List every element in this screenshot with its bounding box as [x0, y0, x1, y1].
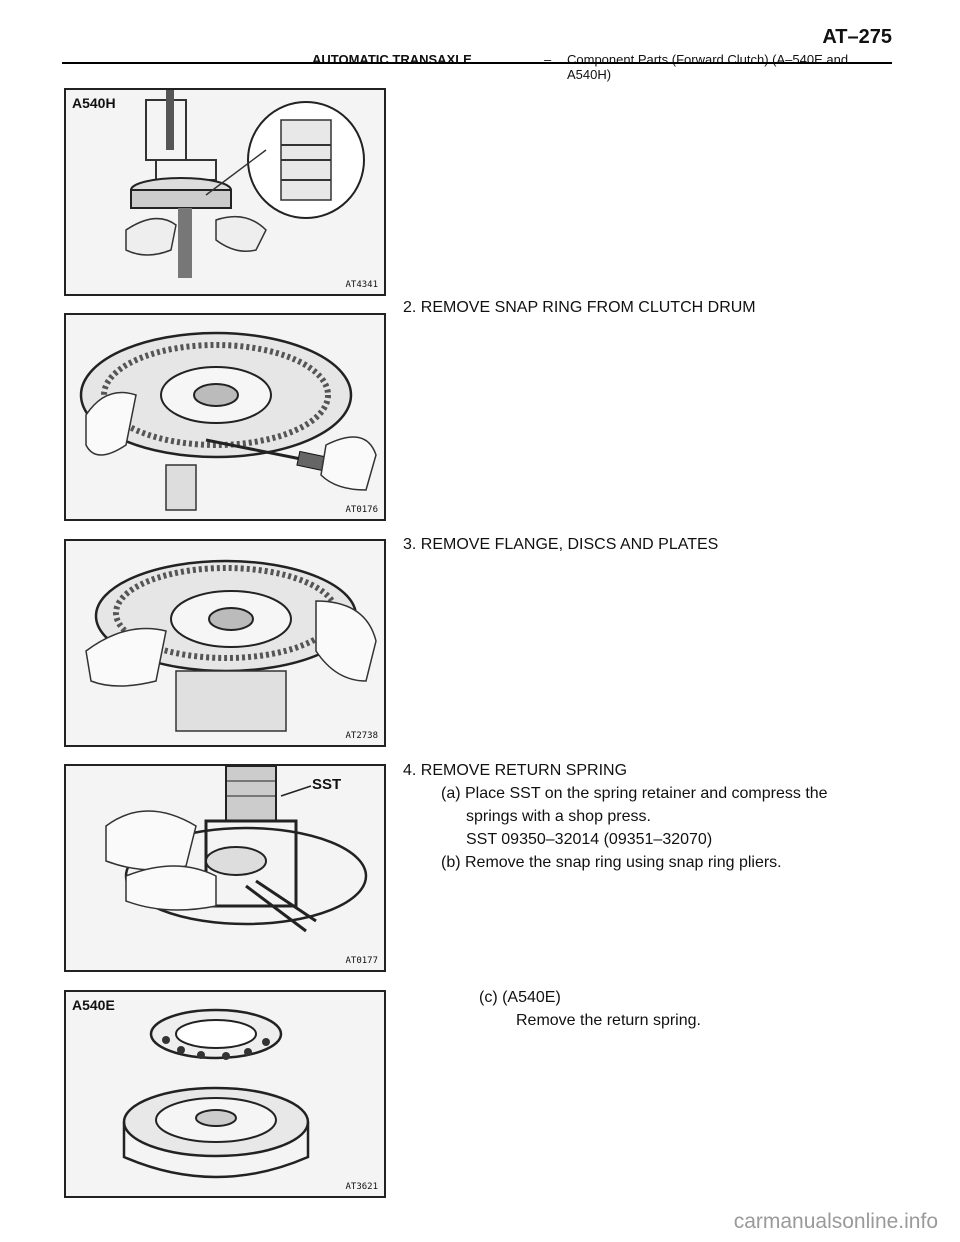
figure-code: AT4341 — [345, 280, 378, 290]
figure-a540e-return-spring: A540E AT3621 — [64, 990, 386, 1198]
step-3: 3. REMOVE FLANGE, DISCS AND PLATES — [403, 534, 718, 556]
step-4: 4. REMOVE RETURN SPRING — [403, 760, 627, 782]
figure-illustration — [122, 1008, 310, 1179]
figure-variant-label: A540E — [72, 997, 115, 1013]
figure-illustration — [105, 766, 368, 933]
step-2: 2. REMOVE SNAP RING FROM CLUTCH DRUM — [403, 297, 756, 319]
figure-a540h-measure: A540H AT4341 — [64, 88, 386, 296]
step-2-title: 2. REMOVE SNAP RING FROM CLUTCH DRUM — [403, 299, 756, 316]
figure-variant-label: A540H — [72, 95, 116, 111]
header-rule — [62, 62, 892, 64]
figure-illustration — [79, 331, 377, 511]
figure-illustration — [85, 559, 377, 732]
page-number: AT–275 — [822, 26, 892, 48]
watermark: carmanualsonline.info — [733, 1210, 938, 1233]
header-subtitle: Component Parts (Forward Clutch) (A–540E… — [567, 52, 849, 82]
figure-return-spring-sst: SST AT0177 — [64, 764, 386, 972]
sst-callout-label: SST — [312, 776, 342, 793]
figure-code: AT0176 — [345, 505, 378, 515]
figure-code: AT3621 — [345, 1182, 378, 1192]
figure-code: AT0177 — [345, 956, 378, 966]
figure-code: AT2738 — [345, 731, 378, 741]
figure-illustration — [125, 90, 365, 278]
step-4c-line1: (c) (A540E) — [479, 989, 561, 1006]
step-4a-line1: (a) Place SST on the spring retainer and… — [441, 785, 828, 802]
step-3-title: 3. REMOVE FLANGE, DISCS AND PLATES — [403, 536, 719, 553]
step-4a-sst-number: SST 09350–32014 (09351–32070) — [466, 831, 713, 848]
figure-snap-ring: AT0176 — [64, 313, 386, 521]
step-4c-line2: Remove the return spring. — [516, 1012, 701, 1029]
step-4-title: 4. REMOVE RETURN SPRING — [403, 762, 628, 779]
step-4b: (b) Remove the snap ring using snap ring… — [441, 854, 782, 871]
step-4a-line2: springs with a shop press. — [466, 808, 651, 825]
figure-flange-discs: AT2738 — [64, 539, 386, 747]
header-separator: – — [544, 52, 552, 67]
page-header: AUTOMATIC TRANSAXLE – Component Parts (F… — [62, 20, 892, 82]
header-section-title: AUTOMATIC TRANSAXLE — [312, 52, 472, 67]
